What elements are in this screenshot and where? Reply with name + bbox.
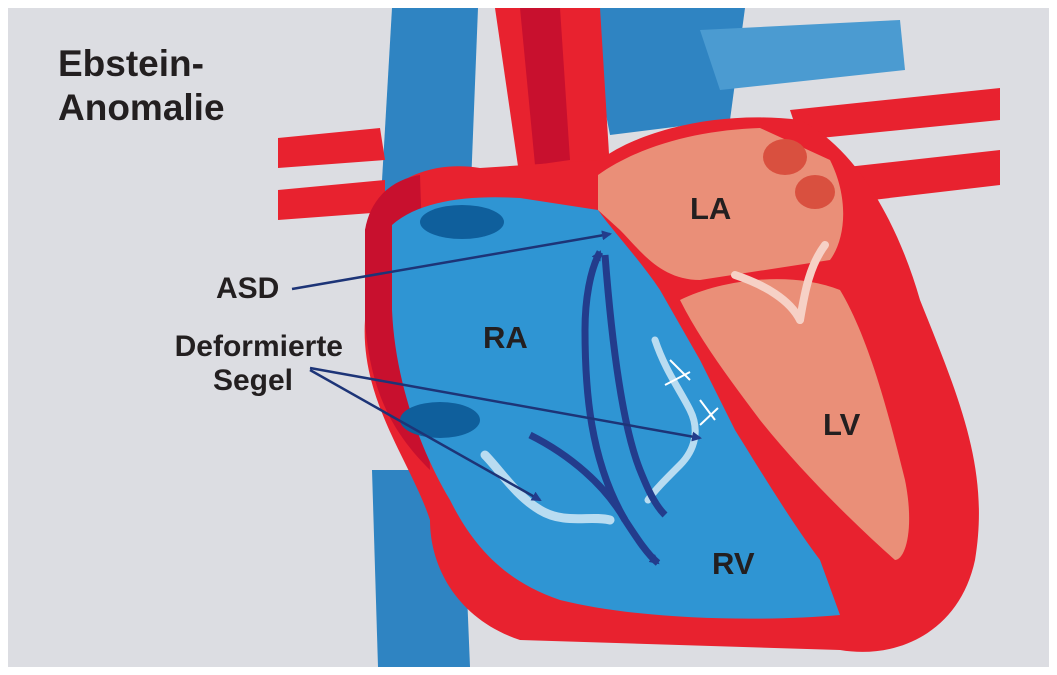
pulmonary-vein-opening-1 <box>763 139 807 175</box>
deformed-leaflets-line-2: Segel <box>133 364 343 398</box>
chamber-label-ra: RA <box>483 320 528 356</box>
chamber-label-la: LA <box>690 191 731 227</box>
asd-label: ASD <box>216 272 279 306</box>
vena-cava-opening-upper <box>420 205 504 239</box>
vena-cava-opening-lower <box>400 402 480 438</box>
pulmonary-vein-opening-2 <box>795 175 835 209</box>
deformed-leaflets-line-1: Deformierte <box>133 330 343 364</box>
title-line-2: Anomalie <box>58 86 225 130</box>
chamber-label-lv: LV <box>823 407 860 443</box>
deformed-leaflets-label: Deformierte Segel <box>133 330 343 398</box>
title-line-1: Ebstein- <box>58 42 225 86</box>
chamber-label-rv: RV <box>712 546 755 582</box>
diagram-title: Ebstein- Anomalie <box>58 42 225 130</box>
